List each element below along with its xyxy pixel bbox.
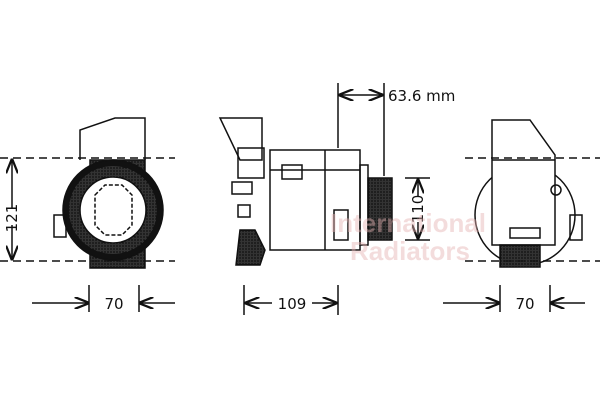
dim-pulley-diameter: 110 bbox=[409, 195, 427, 224]
dimension-121: 121 bbox=[3, 160, 21, 259]
dimension-109: 109 bbox=[243, 285, 339, 315]
svg-text:International: International bbox=[330, 208, 486, 238]
side-view bbox=[218, 117, 393, 266]
dimension-70-left: 70 bbox=[32, 285, 175, 313]
front-view bbox=[0, 117, 175, 269]
dim-side-length: 109 bbox=[278, 295, 307, 313]
dim-left-height: 121 bbox=[3, 204, 21, 233]
dim-pulley-offset: 63.6 mm bbox=[388, 87, 455, 105]
dim-right-width: 70 bbox=[515, 295, 534, 313]
dimension-63-6: 63.6 mm bbox=[337, 83, 455, 176]
dim-left-width: 70 bbox=[104, 295, 123, 313]
svg-text:Radiators: Radiators bbox=[350, 236, 470, 266]
dimension-70-right: 70 bbox=[443, 285, 585, 313]
rear-view bbox=[465, 119, 600, 268]
dimension-110: 110 bbox=[405, 177, 430, 241]
watermark-logo: International Radiators bbox=[330, 208, 486, 266]
